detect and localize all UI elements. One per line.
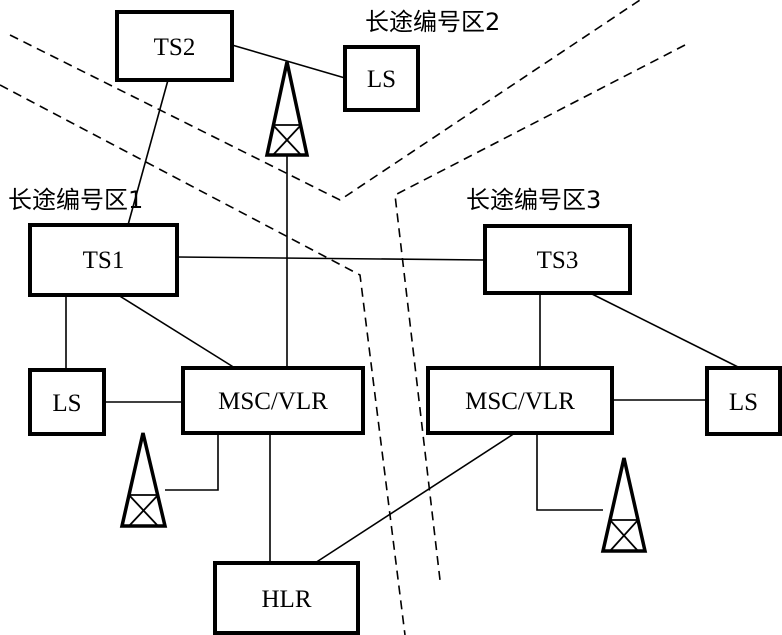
- node-ls-right-label: LS: [729, 389, 758, 416]
- link-msc-right-hlr: [314, 432, 516, 564]
- antenna-tower-icon: [264, 61, 310, 157]
- node-hlr-label: HLR: [262, 586, 312, 613]
- antenna-tower-icon: [600, 457, 648, 553]
- region-label-2: 长途编号区2: [365, 8, 500, 36]
- node-ts2: TS2: [115, 10, 234, 82]
- link-ts2-ls-top: [231, 44, 346, 79]
- boundary-region1-right: [0, 84, 406, 635]
- node-ls-left: LS: [28, 368, 106, 436]
- node-hlr: HLR: [213, 561, 360, 635]
- boundary-region2-left: [9, 0, 641, 201]
- node-msc-left: MSC/VLR: [181, 366, 365, 435]
- antenna-tower-icon: [119, 432, 168, 528]
- node-ls-left-label: LS: [52, 390, 81, 417]
- link-msc-right-tower: [536, 433, 603, 511]
- node-ts1-label: TS1: [83, 247, 125, 274]
- node-msc-left-label: MSC/VLR: [218, 388, 328, 415]
- node-ts3-label: TS3: [537, 247, 579, 274]
- node-ls-top: LS: [343, 45, 420, 112]
- node-ts2-label: TS2: [154, 34, 196, 61]
- region-label-1: 长途编号区1: [8, 186, 143, 214]
- link-msc-left-tower: [165, 433, 219, 491]
- region-label-3: 长途编号区3: [466, 186, 601, 214]
- connections: [65, 44, 741, 564]
- link-ts1-ts3: [176, 256, 486, 261]
- node-ls-top-label: LS: [367, 66, 396, 93]
- link-ts2-ts1: [127, 79, 169, 226]
- node-msc-right-label: MSC/VLR: [465, 388, 575, 415]
- node-ts3: TS3: [483, 224, 632, 295]
- node-ts1: TS1: [28, 223, 179, 297]
- link-ts1-msc-left: [117, 294, 236, 369]
- node-msc-right: MSC/VLR: [426, 366, 614, 435]
- link-ts3-ls-right: [589, 292, 741, 369]
- boundary-region3-left: [394, 44, 686, 581]
- node-ls-right: LS: [705, 366, 782, 436]
- region-boundaries: [0, 0, 686, 635]
